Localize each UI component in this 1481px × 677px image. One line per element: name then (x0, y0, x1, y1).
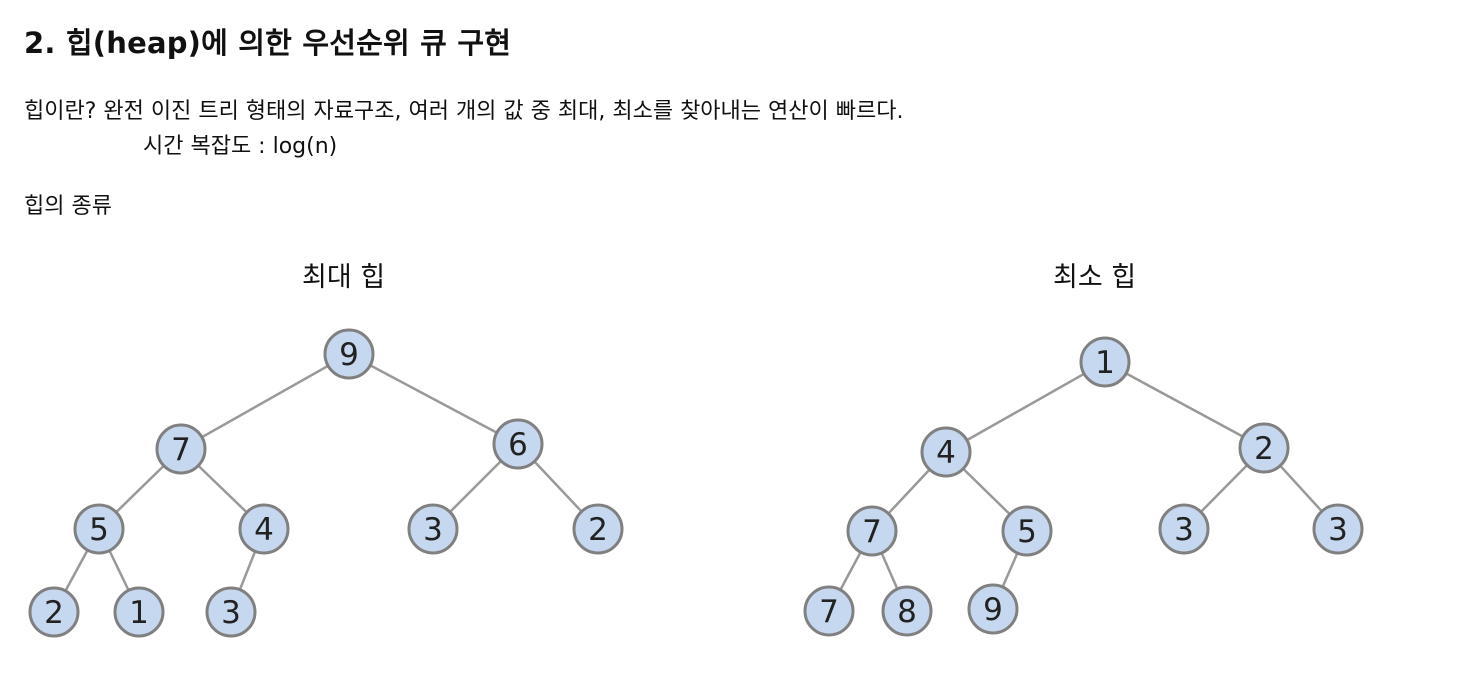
min-heap-node-label: 5 (1017, 514, 1037, 550)
max-heap-node-label: 3 (423, 512, 443, 548)
time-complexity: 시간 복잡도 : log(n) (143, 134, 338, 159)
max-heap-tree: 9 7 6 5 4 3 2 2 1 3 (28, 328, 624, 638)
max-heap-node-label: 2 (588, 512, 608, 548)
max-heap-edge (180, 352, 350, 451)
min-heap-node-label: 9 (983, 592, 1003, 628)
max-heap-node-label: 2 (44, 595, 64, 631)
heap-kinds-heading: 힙의 종류 (24, 194, 112, 219)
min-heap-node (881, 585, 933, 637)
min-heap-node (1312, 503, 1364, 555)
max-heap-node-label: 9 (339, 337, 359, 373)
max-heap-node-label: 4 (254, 512, 274, 548)
min-heap-node (920, 426, 972, 478)
max-heap-edge (348, 352, 519, 446)
min-heap-node (803, 585, 855, 637)
min-heap-tree: 1 4 2 7 5 3 3 7 8 9 (803, 336, 1364, 637)
max-heap-node (205, 586, 257, 638)
max-heap-node-label: 5 (89, 512, 109, 548)
max-heap-node (73, 503, 125, 555)
min-heap-node (1238, 422, 1290, 474)
max-heap-node (28, 586, 80, 638)
min-heap-node-label: 4 (936, 435, 956, 471)
min-heap-node (1001, 505, 1053, 557)
min-heap-node-label: 8 (897, 594, 917, 630)
min-heap-node (967, 583, 1019, 635)
min-heap-node (1158, 503, 1210, 555)
max-heap-node-label: 6 (508, 427, 528, 463)
max-heap-node-label: 1 (129, 595, 149, 631)
max-heap-caption: 최대 힙 (302, 262, 386, 293)
min-heap-node-label: 7 (862, 514, 882, 550)
min-heap-node-label: 3 (1174, 512, 1194, 548)
min-heap-edge (1104, 360, 1265, 450)
max-heap-node (492, 418, 544, 470)
min-heap-caption: 최소 힙 (1053, 262, 1137, 293)
min-heap-node (846, 505, 898, 557)
min-heap-node-label: 1 (1095, 345, 1115, 381)
min-heap-node (1079, 336, 1131, 388)
min-heap-node-label: 3 (1328, 512, 1348, 548)
min-heap-edge (945, 360, 1106, 454)
max-heap-node (572, 503, 624, 555)
max-heap-node (407, 503, 459, 555)
min-heap-node-label: 2 (1254, 431, 1274, 467)
max-heap-node (323, 328, 375, 380)
max-heap-node-label: 3 (221, 595, 241, 631)
heap-definition: 힙이란? 완전 이진 트리 형태의 자료구조, 여러 개의 값 중 최대, 최소… (24, 99, 904, 124)
page-title: 2. 힙(heap)에 의한 우선순위 큐 구현 (24, 26, 512, 60)
max-heap-node-label: 7 (171, 432, 191, 468)
max-heap-node (238, 503, 290, 555)
max-heap-node (155, 423, 207, 475)
max-heap-node (113, 586, 165, 638)
min-heap-node-label: 7 (819, 594, 839, 630)
